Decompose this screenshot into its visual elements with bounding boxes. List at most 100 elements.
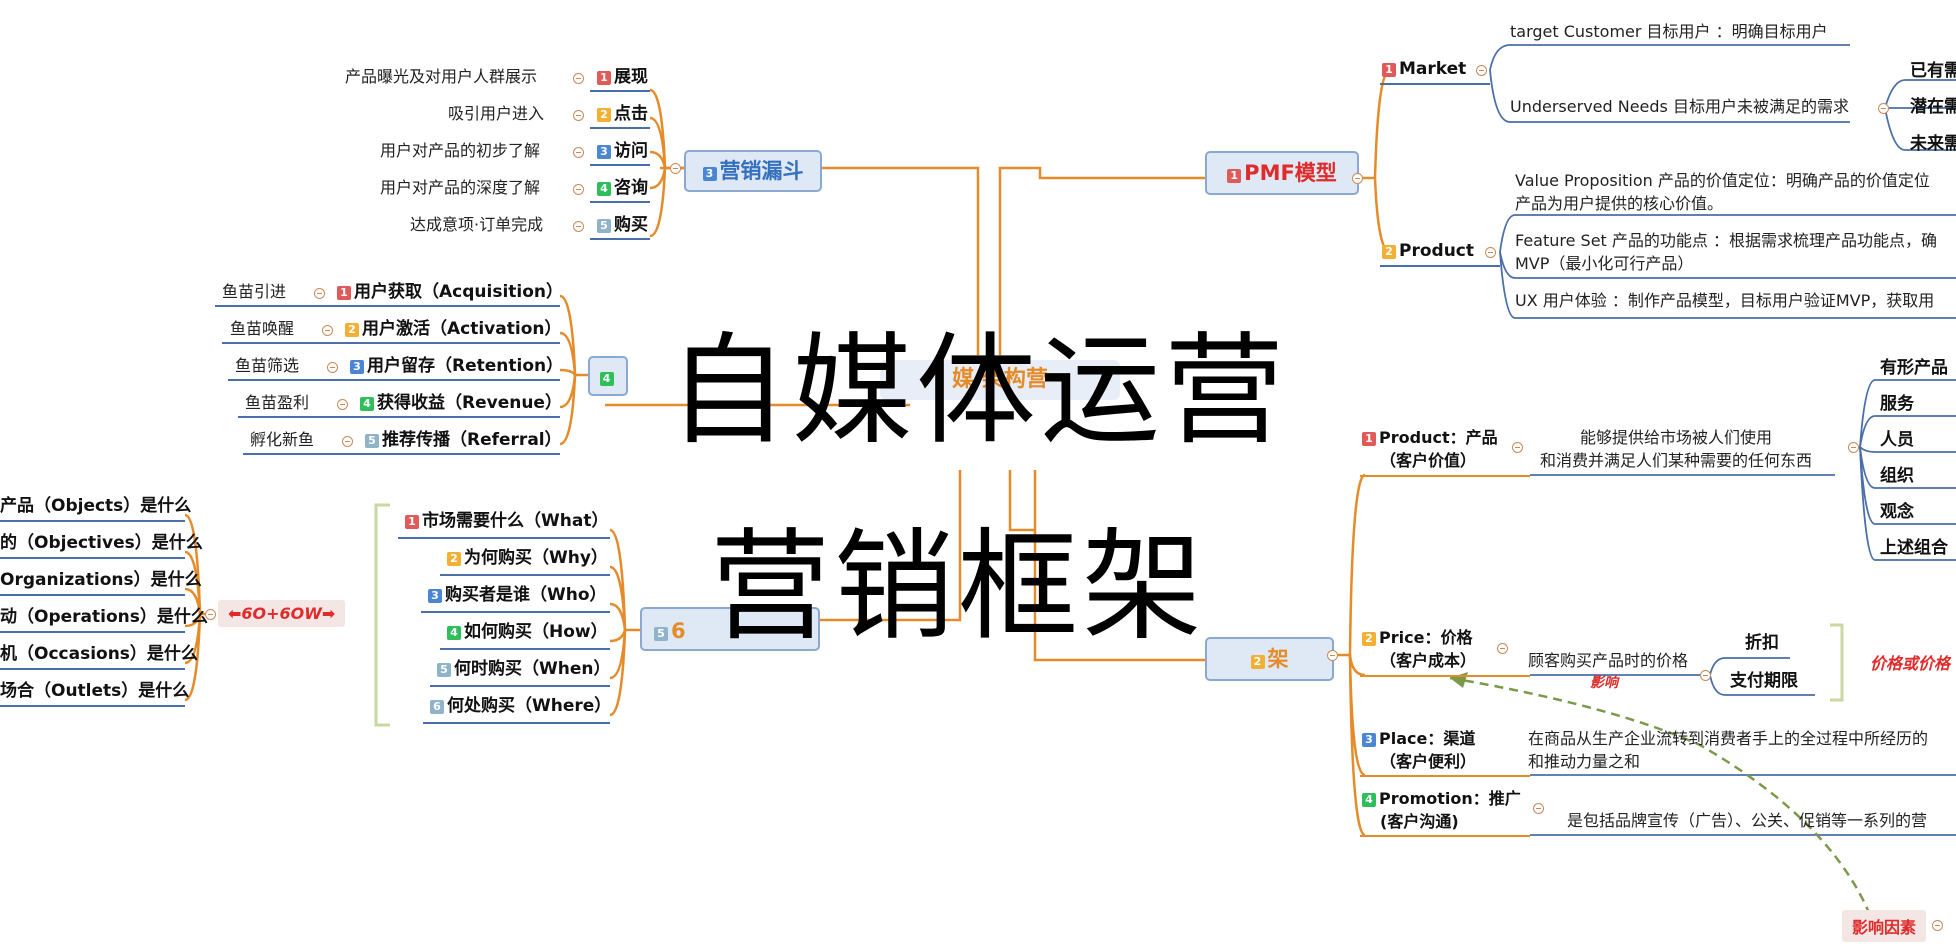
funnel-item-label: 展现 [614,67,648,87]
aarrr-item-label: 用户获取（Acquisition） [354,282,564,302]
funnel-desc: 达成意项·订单完成 [410,215,544,234]
collapse-toggle[interactable] [573,73,584,84]
collapse-toggle[interactable] [1512,442,1523,453]
collapse-toggle[interactable] [573,147,584,158]
aarrr-node[interactable]: 4 [588,356,628,396]
product-feature-line2: MVP（最小化可行产品） [1515,254,1694,273]
p-subtitle: （客户成本） [1380,651,1477,670]
collapse-toggle[interactable] [573,221,584,232]
badge: 2 [1382,245,1396,259]
funnel-desc: 产品曝光及对用户人群展示 [345,67,538,86]
collapse-toggle[interactable] [1352,173,1363,184]
badge: 2 [447,552,461,566]
objects-item: 的（Objectives）是什么 [0,533,203,553]
funnel-desc: 用户对产品的深度了解 [380,178,541,197]
collapse-toggle[interactable] [670,163,681,174]
center-node[interactable]: 媒 架构营 [880,360,1120,400]
p-subtitle: （客户价值） [1380,451,1477,470]
collapse-toggle[interactable] [1476,65,1487,76]
badge: 3 [1362,733,1376,747]
needs-child: 未来需 [1910,134,1956,154]
six-o-number-badge: 5 [654,627,668,641]
aarrr-item-label: 用户留存（Retention） [367,356,564,376]
funnel-title: 营销漏斗 [719,159,804,183]
collapse-toggle[interactable] [337,399,348,410]
collapse-toggle[interactable] [322,325,333,336]
aarrr-item-label: 用户激活（Activation） [362,319,562,339]
collapse-toggle[interactable] [1932,920,1943,931]
aarrr-desc: 鱼苗筛选 [235,356,300,375]
collapse-toggle[interactable] [205,609,216,620]
collapse-toggle[interactable] [1848,442,1859,453]
collapse-toggle[interactable] [1497,643,1508,654]
collapse-toggle[interactable] [342,436,353,447]
question-label: 如何购买（How） [464,622,608,642]
badge: 4 [597,182,611,196]
product-type: 组织 [1880,466,1914,486]
four-p-product-desc: 能够提供给市场被人们使用 和消费并满足人们某种需要的任何东西 [1540,426,1812,472]
influence-factor-pill[interactable]: 影响因素 [1842,910,1927,942]
pmf-title: PMF模型 [1244,161,1337,185]
collapse-toggle[interactable] [327,362,338,373]
badge: 5 [365,434,379,448]
product-value-line1: Value Proposition 产品的价值定位：明确产品的价值定位 [1515,171,1930,190]
collapse-toggle[interactable] [314,288,325,299]
collapse-toggle[interactable] [1533,803,1544,814]
aarrr-desc: 鱼苗盈利 [245,393,310,412]
desc-line: 和推动力量之和 [1528,752,1641,771]
collapse-toggle[interactable] [573,110,584,121]
desc-line: 在商品从生产企业流转到消费者手上的全过程中所经历的 [1528,729,1929,748]
six-o-six-ow-pill[interactable]: ⬅6O+6OW➡ [218,600,346,627]
overlay-title-line1: 自媒体运营 [668,322,1288,461]
objects-item: Organizations）是什么 [0,570,202,590]
collapse-toggle[interactable] [1327,650,1338,661]
product-label: Product [1399,241,1474,261]
four-p-title: 架 [1267,647,1289,671]
collapse-toggle[interactable] [1878,103,1889,114]
product-ux: UX 用户体验 ：制作产品模型，目标用户验证MVP，获取用 [1515,291,1935,310]
collapse-toggle[interactable] [1700,670,1711,681]
aarrr-desc: 孵化新鱼 [250,430,315,449]
p-title: Product：产品 [1379,428,1498,447]
desc-line: 能够提供给市场被人们使用 [1580,428,1773,447]
collapse-toggle[interactable] [1485,247,1496,258]
pmf-number-badge: 1 [1227,169,1242,183]
funnel-item-label: 点击 [614,104,648,124]
question-label: 何时购买（When） [454,659,611,679]
four-p-number-badge: 2 [1250,655,1265,669]
collapse-toggle[interactable] [573,184,584,195]
product-type: 观念 [1880,502,1914,522]
p-subtitle: （客户便利） [1380,752,1477,771]
p-title: Price：价格 [1379,628,1473,647]
aarrr-number-badge: 4 [599,372,614,386]
badge: 2 [345,323,359,337]
badge: 3 [350,360,364,374]
p-title: Promotion：推广 [1379,789,1521,808]
